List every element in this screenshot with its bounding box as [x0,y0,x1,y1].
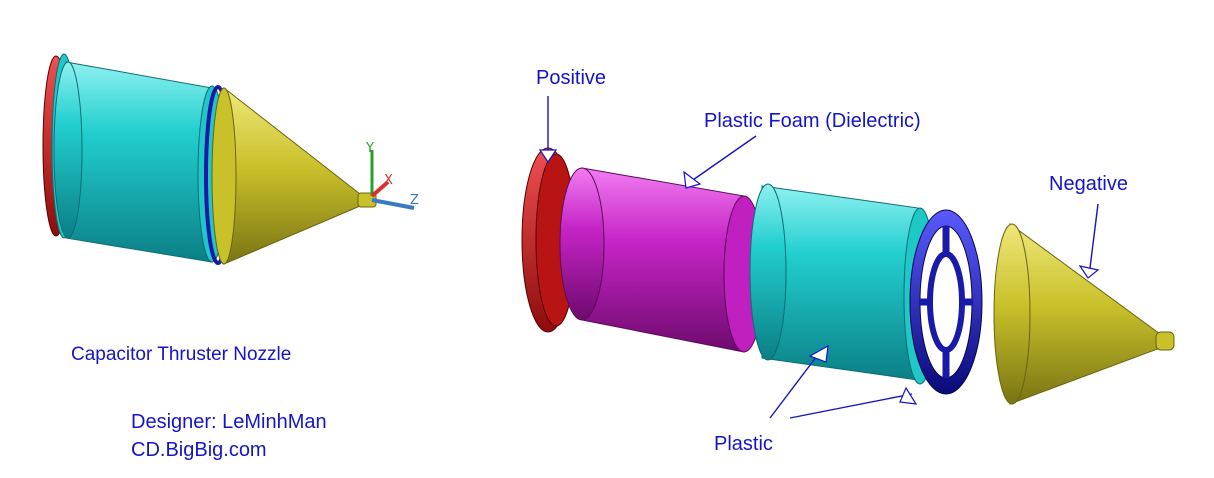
designer-credit: Designer: LeMinhMan [131,411,327,433]
leader-plastic-1 [769,351,821,419]
arrowhead-plastic-1 [808,344,829,363]
leader-arrowheads [538,149,1100,405]
exploded-yellow-cone [1009,223,1161,405]
leader-plastic-foam [689,135,757,183]
exploded-magenta-foam [581,167,745,353]
drawing-title: Capacitor Thruster Nozzle [71,344,292,365]
arrowhead-negative [1078,265,1100,279]
axis-triad: Y X Z [365,141,419,210]
axis-y-label: Y [365,141,374,156]
assembled-cyan-body [65,61,213,263]
website-credit: CD.BigBig.com [131,439,267,461]
exploded-blue-ring [909,209,983,395]
arrowhead-positive [538,149,558,164]
label-plastic-foam: Plastic Foam (Dielectric) [704,110,921,132]
label-plastic: Plastic [714,433,773,455]
leader-lines [547,96,1099,419]
label-positive: Positive [536,67,607,89]
exploded-cone-tip [1155,331,1175,351]
label-negative: Negative [1049,173,1128,195]
leader-plastic-2 [789,393,913,419]
assembled-yellow-cone [223,86,361,265]
axis-x-line [370,180,390,198]
axis-z-label: Z [410,193,419,208]
axis-z-line [371,198,415,210]
exploded-view [521,147,1175,405]
axis-x-label: X [384,173,393,188]
leader-negative [1089,203,1099,269]
arrowhead-plastic-2 [899,386,918,405]
assembled-nozzle [42,53,377,265]
arrowhead-plastic-foam [683,170,702,189]
